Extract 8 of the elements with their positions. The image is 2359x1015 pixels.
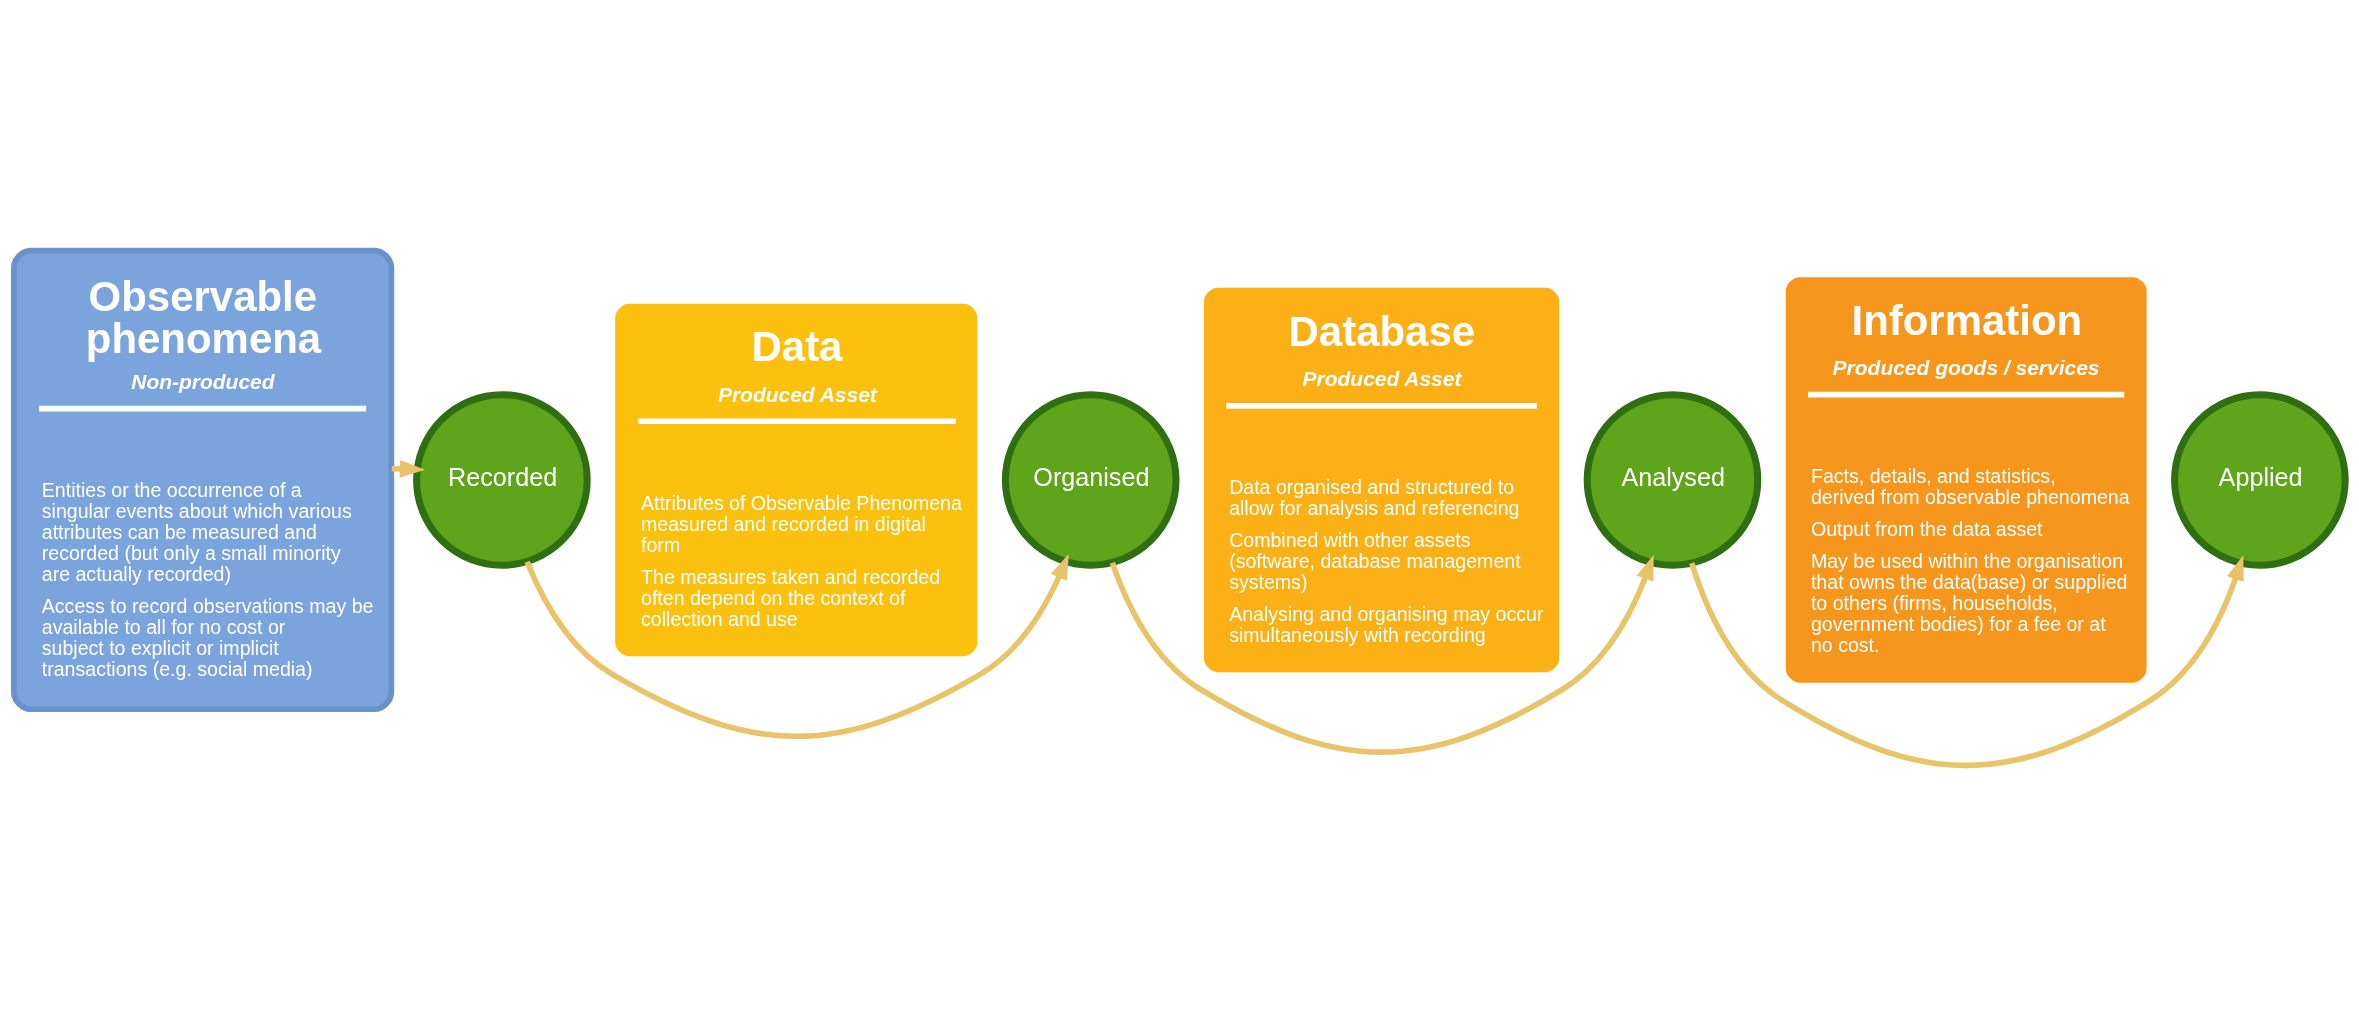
arrow [524,553,1069,739]
node-circle: Applied [2171,390,2349,569]
node-circle: Analysed [1583,390,1762,569]
node-circle: Organised [1001,390,1180,569]
node-circle: Recorded [413,390,591,569]
arrow [1689,554,2244,768]
arrow [1109,554,1654,755]
node-box: Observable phenomena Non-produced Entities or the occurrence of a singular events about which various attributes can be measured and recorded (but only a small minority are actually recorded) Access to record observations may be available to all for no cost or subject to explicit or implicit transactions (e.g. social media) [11,247,395,712]
